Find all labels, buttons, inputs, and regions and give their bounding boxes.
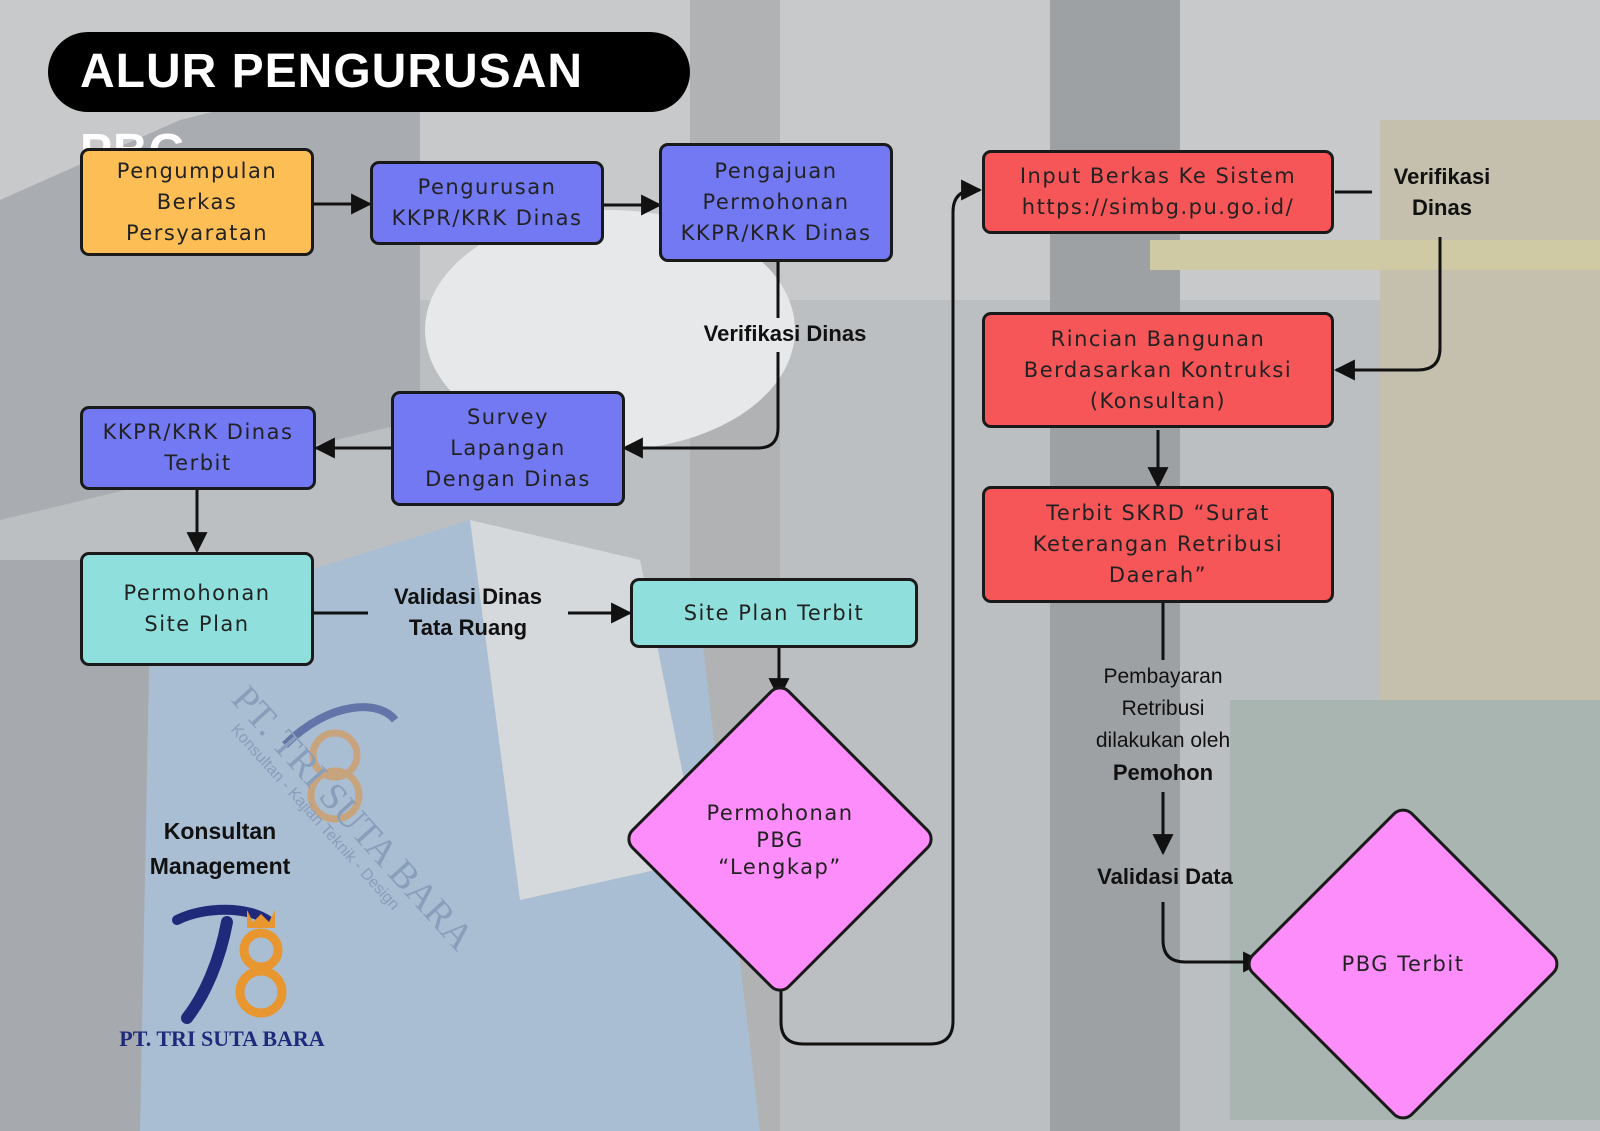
arrow-validasi-to-pbg-terbit	[1161, 902, 1265, 973]
label-verifikasi-dinas-right: Verifikasi Dinas	[1393, 164, 1491, 220]
node-site-plan-terbit: Site Plan Terbit	[630, 578, 918, 648]
node-kkpr-terbit: KKPR/KRK Dinas Terbit	[80, 406, 316, 490]
node-pengumpulan-berkas: Pengumpulan Berkas Persyaratan	[80, 148, 314, 256]
label-dilakukan-oleh: dilakukan oleh	[1095, 729, 1231, 752]
label-validasi-tata-ruang: Validasi Dinas Tata Ruang	[394, 584, 542, 640]
label-pembayaran: Pembayaran	[1103, 665, 1223, 688]
company-name: PT. TRI SUTA BARA	[119, 1026, 325, 1051]
label-pemohon: Pemohon	[1112, 760, 1214, 785]
node-pbg-terbit-label: PBG Terbit	[1341, 951, 1465, 976]
label-validasi-data: Validasi Data	[1097, 864, 1233, 889]
brand-tagline: Konsultan Management	[149, 818, 291, 879]
arrow-verifikasi-to-rincian	[1333, 237, 1442, 381]
node-pengurusan-kkpr: Pengurusan KKPR/KRK Dinas	[370, 161, 604, 245]
node-survey-lapangan: Survey Lapangan Dengan Dinas	[391, 391, 625, 506]
arrow-pbg-to-input-berkas	[779, 179, 983, 1046]
node-input-berkas-sistem: Input Berkas Ke Sistem https://simbg.pu.…	[982, 150, 1334, 234]
node-permohonan-site-plan: Permohonan Site Plan	[80, 552, 314, 666]
node-rincian-bangunan: Rincian Bangunan Berdasarkan Kontruksi (…	[982, 312, 1334, 428]
node-terbit-skrd: Terbit SKRD “Surat Keterangan Retribusi …	[982, 486, 1334, 603]
node-permohonan-pbg-label: Permohonan PBG “Lengkap”	[706, 800, 854, 879]
company-logo	[172, 904, 287, 1024]
page-title: ALUR PENGURUSAN PBG	[48, 32, 690, 178]
label-retribusi: Retribusi	[1121, 697, 1205, 720]
label-verifikasi-dinas: Verifikasi Dinas	[703, 321, 867, 346]
node-pengajuan-kkpr: Pengajuan Permohonan KKPR/KRK Dinas	[659, 143, 893, 262]
arrow-pengajuan-to-survey	[624, 262, 780, 448]
